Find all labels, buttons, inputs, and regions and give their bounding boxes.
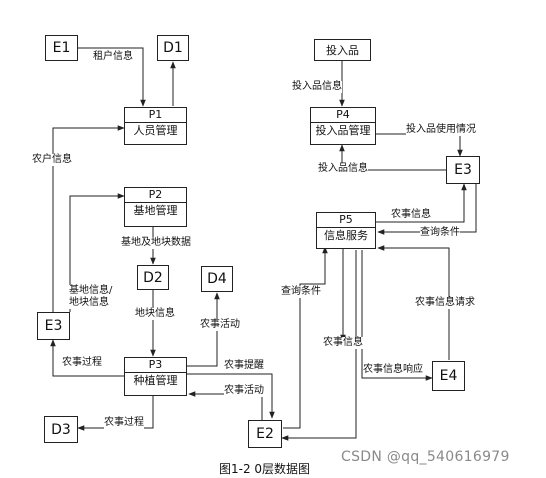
flow-e2-p5: [283, 246, 328, 429]
process-p5: P5 信息服务: [316, 212, 376, 249]
process-p4: P4 投入品管理: [310, 107, 376, 145]
process-p1: P1 人员管理: [124, 107, 187, 145]
process-p1-name: 人员管理: [133, 124, 178, 137]
flow-label-input-usage: 投入品使用情况: [406, 124, 476, 136]
entity-e4: E4: [432, 361, 465, 391]
flow-label-farm-reminder: 农事提醒: [224, 360, 264, 372]
process-p1-id: P1: [125, 108, 186, 123]
process-p2-id: P2: [125, 188, 186, 203]
entity-e3-right: E3: [446, 156, 480, 184]
flow-label-query-cond-e2: 查询条件: [281, 286, 321, 298]
flow-label-farm-activity-d4: 农事活动: [200, 319, 240, 331]
flow-p5-e3: [376, 183, 467, 223]
flow-p3-d4: [187, 292, 220, 367]
flow-label-input-info-top: 投入品信息: [292, 81, 342, 93]
flow-e4-p5: [377, 245, 450, 360]
figure-caption: 图1-2 0层数据图: [219, 462, 311, 476]
store-d1: D1: [157, 35, 189, 61]
flow-label-base-plot-data: 基地及地块数据: [121, 237, 191, 249]
process-p4-name: 投入品管理: [315, 124, 371, 137]
entity-e3-left: E3: [37, 312, 70, 340]
entity-e2: E2: [248, 420, 282, 448]
store-d4: D4: [201, 266, 233, 292]
process-p2-name: 基地管理: [133, 204, 178, 217]
flow-p5-e4: [361, 250, 433, 381]
flow-label-input-info-e3: 投入品信息: [318, 163, 368, 175]
process-p3: P3 种植管理: [124, 357, 187, 396]
process-p3-id: P3: [125, 358, 186, 373]
store-d2: D2: [137, 265, 169, 290]
csdn-watermark: CSDN @qq_540616979: [341, 449, 510, 465]
process-p5-name: 信息服务: [324, 229, 368, 242]
process-p4-id: P4: [311, 108, 375, 123]
flow-label-farm-info-request: 农事信息请求: [415, 297, 475, 309]
process-p2: P2 基地管理: [124, 187, 187, 227]
flow-label-farm-info-e3: 农事信息: [391, 209, 431, 221]
flow-e3-p1: [52, 125, 125, 312]
entity-e1: E1: [45, 35, 78, 61]
process-p3-name: 种植管理: [133, 374, 178, 387]
flow-p3-d3: [77, 396, 154, 431]
flow-label-farm-info-e2: 农事信息: [323, 337, 363, 349]
flow-label-farmer-info: 农户信息: [32, 154, 72, 166]
flow-p3-e3: [50, 339, 124, 377]
flow-label-farm-info-response: 农事信息响应: [363, 364, 423, 376]
flow-e3-p5: [377, 184, 477, 235]
flow-label-query-cond-e3: 查询条件: [420, 227, 460, 239]
entity-input: 投入品: [314, 39, 371, 61]
flow-label-farm-process-e3: 农事过程: [62, 357, 102, 369]
flow-label-tenant-info: 租户信息: [93, 51, 133, 63]
flow-e1-p1: [78, 47, 146, 107]
flow-label-farm-activity-e2: 农事活动: [224, 385, 264, 397]
flow-label-plot-info: 地块信息: [135, 308, 175, 320]
flow-label-base-info: 基地信息/: [69, 285, 113, 297]
flow-label-farm-process-d3: 农事过程: [104, 417, 144, 429]
flow-p3-e2: [187, 373, 275, 419]
store-d3: D3: [44, 416, 78, 443]
flow-label-plot-info-2: 地块信息: [69, 297, 109, 309]
flow-e2-p3: [188, 391, 263, 420]
flow-e3-p2: [69, 193, 125, 312]
process-p5-id: P5: [317, 213, 375, 228]
flow-p4-e3: [376, 133, 463, 157]
flow-p5-e2: [281, 250, 357, 441]
